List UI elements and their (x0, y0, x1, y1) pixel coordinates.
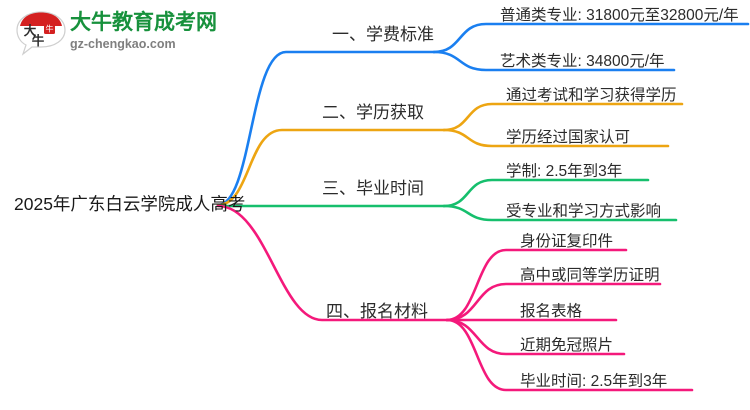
center-node-label[interactable]: 2025年广东白云学院成人高考 (14, 194, 246, 214)
branch-label-2[interactable]: 二、学历获取 (322, 103, 424, 122)
branch-label-1[interactable]: 一、学费标准 (332, 25, 434, 44)
leaf-label-2-1[interactable]: 通过考试和学习获得学历 (506, 87, 677, 104)
branch-wire-4 (216, 204, 694, 392)
leaf-label-3-1[interactable]: 学制: 2.5年到3年 (506, 163, 623, 180)
leaf-label-4-4[interactable]: 近期免冠照片 (520, 337, 614, 354)
leaf-label-1-1[interactable]: 普通类专业: 31800元至32800元/年 (500, 7, 739, 24)
branch-label-4[interactable]: 四、报名材料 (326, 302, 428, 321)
leaf-label-4-1[interactable]: 身份证复印件 (520, 233, 614, 250)
logo-site-domain: gz-chengkao.com (70, 37, 176, 51)
branch-wire-1 (216, 22, 750, 207)
logo-mark-icon: 牛 大 牛 (14, 10, 68, 56)
leaf-label-3-2[interactable]: 受专业和学习方式影响 (506, 203, 662, 220)
svg-text:大: 大 (24, 23, 37, 38)
logo-text-block: 大牛教育成考网 gz-chengkao.com (70, 10, 242, 56)
site-logo[interactable]: 牛 大 牛 大牛教育成考网 gz-chengkao.com (14, 6, 244, 60)
branch-wire-2 (216, 102, 684, 207)
svg-text:牛: 牛 (46, 24, 54, 34)
leaf-label-1-2[interactable]: 艺术类专业: 34800元/年 (500, 53, 665, 70)
leaf-label-4-2[interactable]: 高中或同等学历证明 (520, 267, 660, 284)
logo-site-name: 大牛教育成考网 (70, 11, 217, 34)
leaf-label-4-5[interactable]: 毕业时间: 2.5年到3年 (520, 373, 668, 390)
branch-label-3[interactable]: 三、毕业时间 (322, 179, 424, 198)
leaf-label-2-2[interactable]: 学历经过国家认可 (506, 129, 631, 146)
svg-text:牛: 牛 (32, 33, 45, 48)
leaf-label-4-3[interactable]: 报名表格 (520, 303, 583, 320)
